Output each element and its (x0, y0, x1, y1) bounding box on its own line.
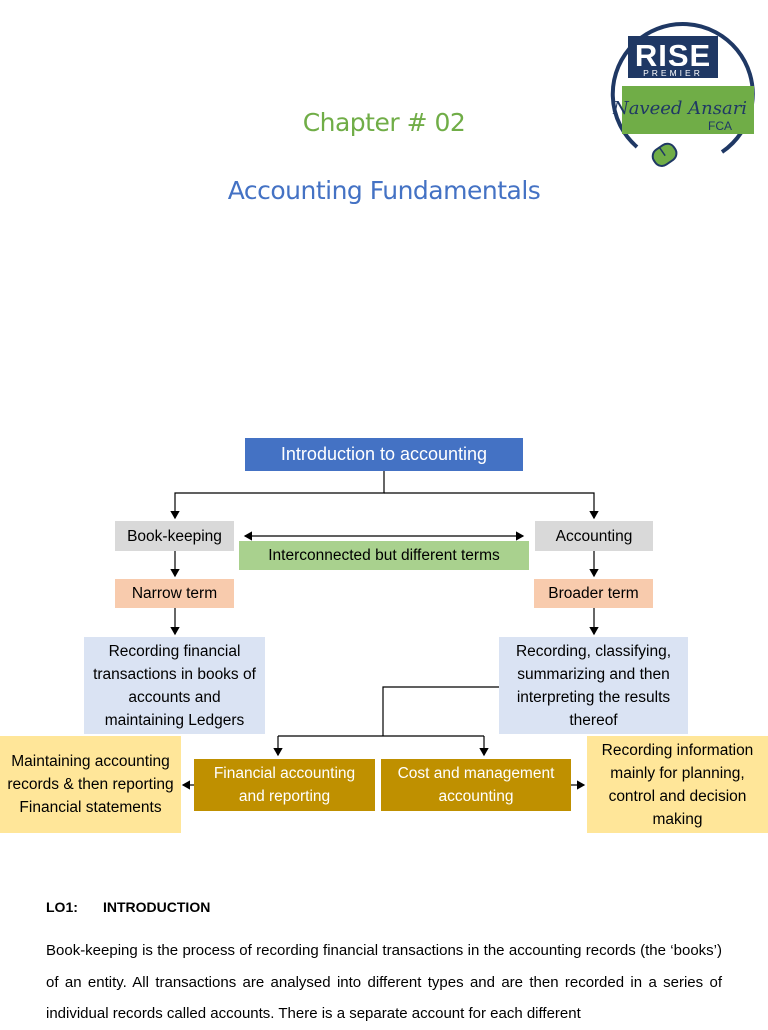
node-cost-management: Cost and management accounting (381, 759, 571, 811)
connector-root-right (384, 492, 599, 520)
logo-graphic: RISE PREMIER Naveed Ansari FCA (610, 22, 755, 167)
section-heading: LO1: INTRODUCTION (46, 899, 210, 915)
logo-signature-panel (622, 86, 754, 134)
node-book-keeping: Book-keeping (115, 521, 234, 551)
node-bookkeeping-definition: Recording financial transactions in book… (84, 637, 265, 734)
node-accounting: Accounting (535, 521, 653, 551)
node-narrow-term: Narrow term (115, 579, 234, 608)
chapter-title: Accounting Fundamentals (227, 176, 541, 205)
node-accounting-definition: Recording, classifying, summarizing and … (499, 637, 688, 734)
logo-tagline: PREMIER (643, 68, 703, 78)
note-cost-management: Recording information mainly for plannin… (587, 736, 768, 833)
node-introduction: Introduction to accounting (245, 438, 523, 471)
connector-root-left (170, 471, 385, 520)
rise-premier-logo: RISE PREMIER Naveed Ansari FCA (592, 14, 758, 174)
mouse-icon (651, 142, 678, 167)
chapter-number: Chapter # 02 (302, 108, 466, 137)
section-code: LO1: (46, 899, 78, 915)
note-financial-accounting: Maintaining accounting records & then re… (0, 736, 181, 833)
logo-credential: FCA (708, 119, 732, 133)
intro-paragraph: Book-keeping is the process of recording… (46, 942, 722, 1022)
connector-definition-branches (382, 686, 499, 736)
node-financial-accounting: Financial accounting and reporting (194, 759, 375, 811)
logo-signature: Naveed Ansari (612, 98, 747, 119)
node-broader-term: Broader term (534, 579, 653, 608)
section-title: INTRODUCTION (103, 899, 211, 915)
node-interconnected: Interconnected but different terms (239, 541, 529, 570)
